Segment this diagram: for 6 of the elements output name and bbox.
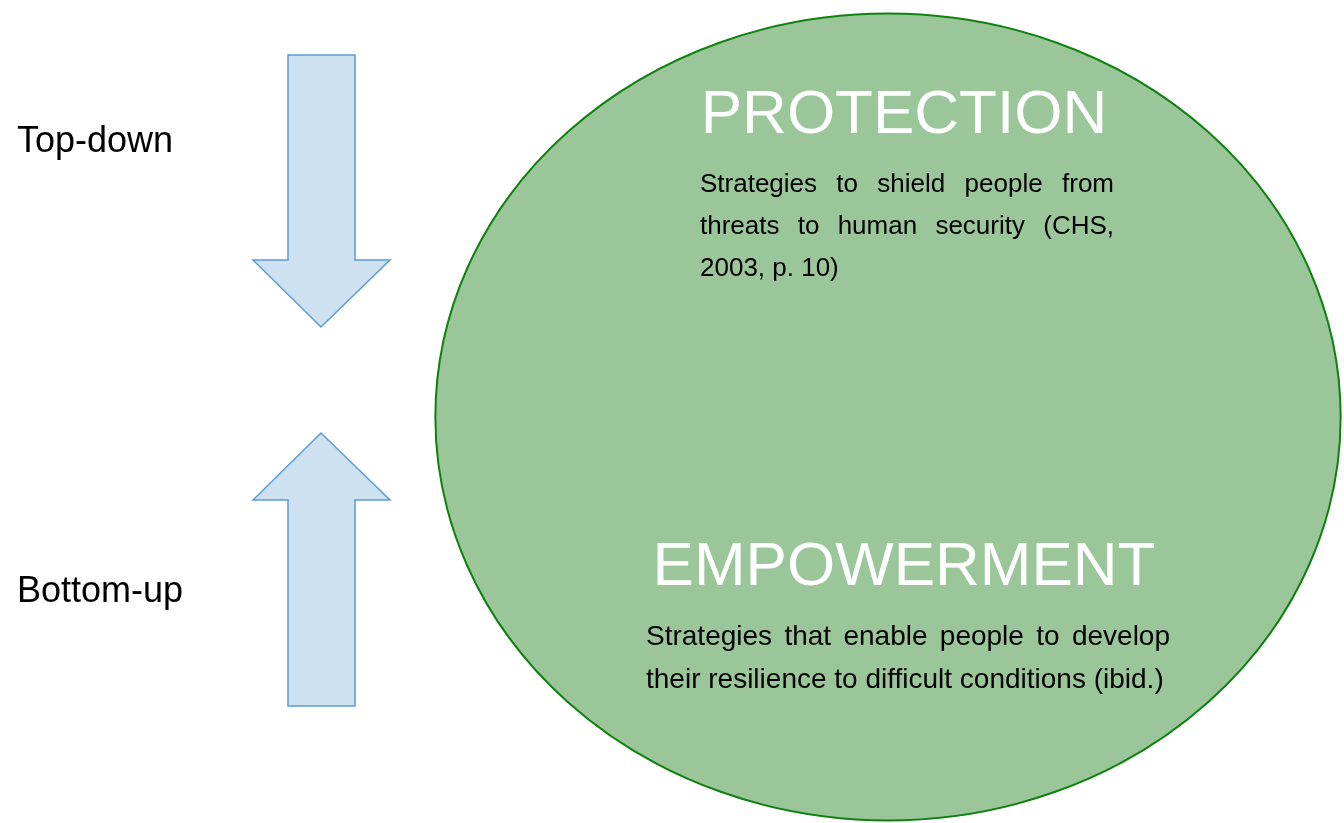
heading: PROTECTION	[699, 78, 1109, 147]
description-text: Strategies to shield people from threats to human security (CHS, 2003, p. 10)	[700, 167, 1114, 285]
label-text: Top-down	[17, 118, 174, 162]
heading: EMPOWERMENT	[651, 530, 1157, 599]
label-text: Bottom-up	[17, 568, 184, 612]
description-text: Strategies that enable people to develop their resilience to difficult conditions (ibid.)	[646, 619, 1170, 697]
